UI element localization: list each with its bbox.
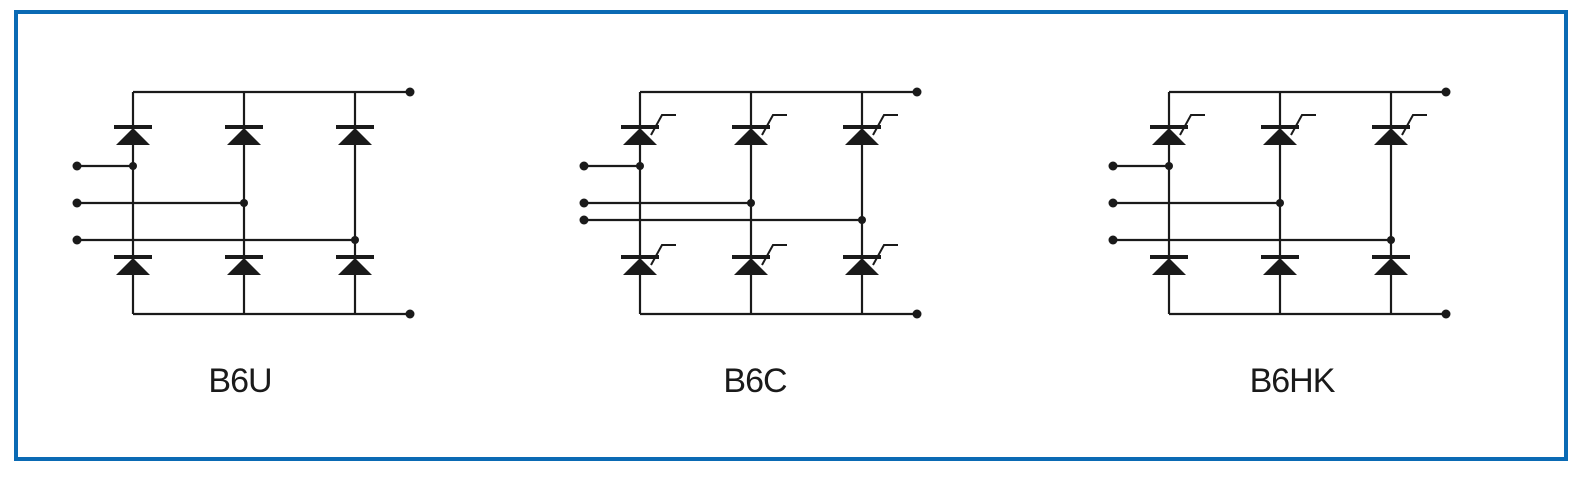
lower-device-1-bar	[1150, 255, 1188, 259]
lower-device-1-body	[1152, 258, 1186, 275]
lower-device-2-body	[227, 258, 261, 275]
lower-device-3-gate	[872, 244, 898, 266]
upper-device-1-bar	[621, 125, 659, 129]
ac-input-terminal-1	[1108, 161, 1118, 171]
dc-minus-terminal	[405, 309, 415, 319]
lower-device-1-bar	[621, 255, 659, 259]
dc-plus-terminal	[1441, 87, 1451, 97]
circuit-b6u	[72, 87, 415, 319]
lower-device-3-bar	[843, 255, 881, 259]
circuit-b6c	[579, 87, 922, 319]
lower-device-2-gate	[761, 244, 787, 266]
ac-input-terminal-2	[1108, 198, 1118, 208]
ac-input-terminal-1	[72, 161, 82, 171]
upper-device-3-body	[338, 128, 372, 145]
lower-device-2-body	[734, 258, 768, 275]
ac-input-terminal-2	[579, 198, 589, 208]
lower-device-2-bar	[732, 255, 770, 259]
junction-dot-3	[858, 216, 866, 224]
upper-device-1-body	[623, 128, 657, 145]
upper-device-3-body	[845, 128, 879, 145]
upper-device-3-bar	[336, 125, 374, 129]
junction-dot-2	[747, 199, 755, 207]
upper-device-3-body	[1374, 128, 1408, 145]
ac-input-terminal-1	[579, 161, 589, 171]
junction-dot-2	[240, 199, 248, 207]
lower-device-1-body	[116, 258, 150, 275]
ac-input-terminal-3	[1108, 235, 1118, 245]
lower-device-3-bar	[336, 255, 374, 259]
upper-device-2-gate	[1290, 114, 1316, 136]
lower-device-1-bar	[114, 255, 152, 259]
dc-minus-terminal	[912, 309, 922, 319]
lower-device-3-body	[1374, 258, 1408, 275]
lower-device-1-body	[623, 258, 657, 275]
circuit-label-b6c: B6C	[723, 362, 787, 400]
upper-device-1-body	[1152, 128, 1186, 145]
upper-device-3-bar	[843, 125, 881, 129]
ac-input-terminal-3	[72, 235, 82, 245]
junction-dot-1	[1165, 162, 1173, 170]
junction-dot-1	[636, 162, 644, 170]
upper-device-1-gate	[650, 114, 676, 136]
upper-device-1-body	[116, 128, 150, 145]
circuit-b6hk	[1108, 87, 1451, 319]
upper-device-2-bar	[225, 125, 263, 129]
lower-device-1-gate	[650, 244, 676, 266]
upper-device-2-bar	[1261, 125, 1299, 129]
upper-device-1-bar	[1150, 125, 1188, 129]
upper-device-2-body	[1263, 128, 1297, 145]
lower-device-2-bar	[225, 255, 263, 259]
lower-device-3-body	[338, 258, 372, 275]
circuit-label-b6hk: B6HK	[1249, 362, 1336, 400]
junction-dot-1	[129, 162, 137, 170]
ac-input-terminal-3	[579, 215, 589, 225]
circuit-label-b6u: B6U	[208, 362, 272, 400]
lower-device-2-bar	[1261, 255, 1299, 259]
dc-plus-terminal	[405, 87, 415, 97]
upper-device-2-gate	[761, 114, 787, 136]
dc-minus-terminal	[1441, 309, 1451, 319]
junction-dot-3	[1387, 236, 1395, 244]
upper-device-2-body	[227, 128, 261, 145]
upper-device-1-bar	[114, 125, 152, 129]
ac-input-terminal-2	[72, 198, 82, 208]
upper-device-1-gate	[1179, 114, 1205, 136]
junction-dot-3	[351, 236, 359, 244]
lower-device-3-bar	[1372, 255, 1410, 259]
lower-device-3-body	[845, 258, 879, 275]
diagram-frame	[14, 10, 1568, 461]
upper-device-2-bar	[732, 125, 770, 129]
dc-plus-terminal	[912, 87, 922, 97]
upper-device-3-bar	[1372, 125, 1410, 129]
upper-device-3-gate	[872, 114, 898, 136]
junction-dot-2	[1276, 199, 1284, 207]
upper-device-2-body	[734, 128, 768, 145]
upper-device-3-gate	[1401, 114, 1427, 136]
lower-device-2-body	[1263, 258, 1297, 275]
